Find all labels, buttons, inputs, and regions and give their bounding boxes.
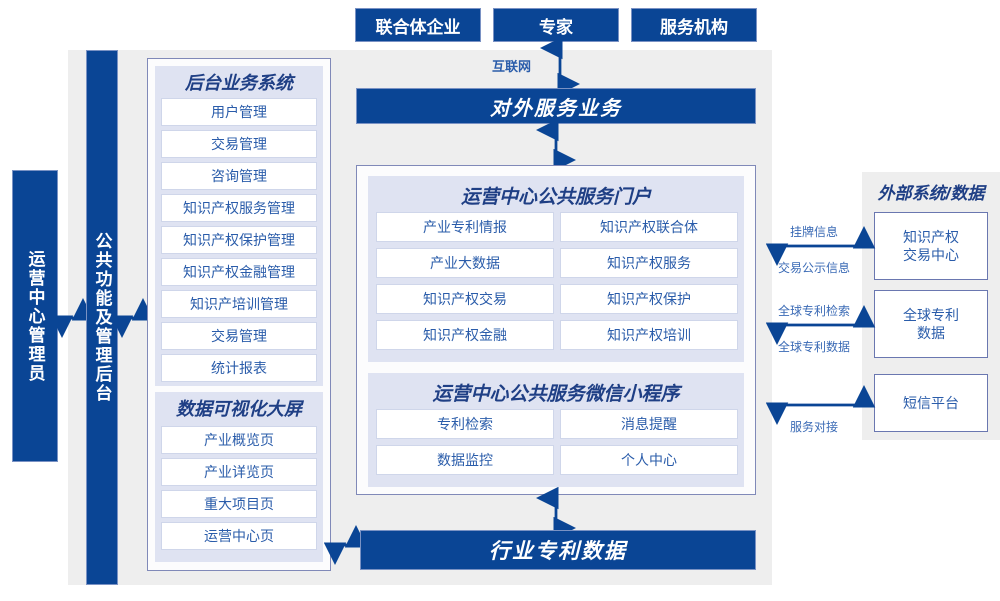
external-connector-0-below-label: 交易公示信息 [778, 261, 851, 275]
backend-industrydata-connector [323, 525, 368, 565]
miniprogram-item-3[interactable]: 个人中心 [560, 445, 738, 475]
external-item-label: 全球专利 数据 [903, 306, 959, 341]
portal-title: 运营中心公共服务门户 [460, 186, 651, 208]
miniprogram-title: 运营中心公共服务微信小程序 [432, 383, 680, 405]
top-actor-label: 专家 [539, 17, 573, 37]
dataviz-item-3[interactable]: 运营中心页 [161, 522, 317, 550]
portal-item-5[interactable]: 知识产权保护 [560, 284, 738, 314]
external-connector-0 [765, 226, 876, 266]
external-connector-2-below-label: 服务对接 [790, 420, 839, 434]
backend-item-label: 知识产培训管理 [190, 295, 288, 312]
portal-item-label: 知识产权联合体 [600, 218, 698, 235]
portal-item-label: 知识产权培训 [607, 326, 691, 343]
portal-item-label: 知识产权金融 [423, 326, 507, 343]
top-actor-box-2[interactable]: 服务机构 [631, 8, 757, 42]
public-service-bar[interactable]: 对外服务业务 [356, 88, 756, 124]
portal-item-4[interactable]: 知识产权交易 [376, 284, 554, 314]
backend-item-3[interactable]: 知识产权服务管理 [161, 194, 317, 222]
backend-item-label: 交易管理 [211, 327, 267, 344]
backend-item-5[interactable]: 知识产权金融管理 [161, 258, 317, 286]
external-item-2[interactable]: 短信平台 [874, 374, 988, 432]
backend-item-label: 交易管理 [211, 135, 267, 152]
left-rail-common-backend[interactable]: 公共功能及管理后台 [86, 50, 118, 585]
external-connector-1-below-label: 全球专利数据 [778, 340, 851, 354]
internet-label: 互联网 [492, 59, 532, 74]
top-actor-box-0[interactable]: 联合体企业 [355, 8, 481, 42]
internet-connector [540, 36, 580, 96]
backend-item-4[interactable]: 知识产权保护管理 [161, 226, 317, 254]
backend-item-label: 知识产权金融管理 [183, 263, 295, 280]
backend-item-2[interactable]: 咨询管理 [161, 162, 317, 190]
left-rail-label: 运营中心管理员 [25, 249, 45, 383]
industry-data-bar[interactable]: 行业专利数据 [360, 530, 756, 570]
portal-item-label: 知识产权交易 [423, 290, 507, 307]
backend-item-label: 知识产权保护管理 [183, 231, 295, 248]
dataviz-item-label: 产业概览页 [204, 431, 274, 448]
miniprogram-item-label: 消息提醒 [621, 415, 677, 432]
industry-data-label: 行业专利数据 [489, 540, 627, 563]
miniprogram-item-label: 个人中心 [621, 451, 677, 468]
portal-item-label: 知识产权保护 [607, 290, 691, 307]
external-connector-2 [765, 385, 876, 425]
miniprogram-item-1[interactable]: 消息提醒 [560, 409, 738, 439]
left-rail-operator[interactable]: 运营中心管理员 [12, 170, 58, 462]
data-visualization-title: 数据可视化大屏 [176, 399, 302, 419]
dataviz-item-2[interactable]: 重大项目页 [161, 490, 317, 518]
miniprogram-item-0[interactable]: 专利检索 [376, 409, 554, 439]
miniprogram-item-label: 数据监控 [437, 451, 493, 468]
dataviz-item-0[interactable]: 产业概览页 [161, 426, 317, 454]
portal-item-label: 知识产权服务 [607, 254, 691, 271]
service-portal-connector [536, 118, 576, 172]
miniprogram-item-label: 专利检索 [437, 415, 493, 432]
portal-item-0[interactable]: 产业专利情报 [376, 212, 554, 242]
backend-system-title: 后台业务系统 [185, 73, 293, 93]
portal-item-3[interactable]: 知识产权服务 [560, 248, 738, 278]
portal-item-label: 产业大数据 [430, 254, 500, 271]
backend-item-label: 统计报表 [211, 359, 267, 376]
miniprogram-item-2[interactable]: 数据监控 [376, 445, 554, 475]
portal-item-2[interactable]: 产业大数据 [376, 248, 554, 278]
external-connector-0-above-label: 挂牌信息 [790, 225, 839, 239]
backend-item-label: 咨询管理 [211, 167, 267, 184]
portal-item-6[interactable]: 知识产权金融 [376, 320, 554, 350]
backend-item-0[interactable]: 用户管理 [161, 98, 317, 126]
backend-item-1[interactable]: 交易管理 [161, 130, 317, 158]
backend-item-6[interactable]: 知识产培训管理 [161, 290, 317, 318]
top-actor-label: 服务机构 [660, 17, 728, 37]
public-service-label: 对外服务业务 [490, 97, 622, 120]
rail-connector-1 [50, 298, 95, 338]
dataviz-item-label: 运营中心页 [204, 527, 274, 544]
external-item-label: 知识产权 交易中心 [903, 228, 959, 263]
external-connector-1-above-label: 全球专利检索 [778, 304, 851, 318]
backend-item-8[interactable]: 统计报表 [161, 354, 317, 382]
portal-item-1[interactable]: 知识产权联合体 [560, 212, 738, 242]
dataviz-item-1[interactable]: 产业详览页 [161, 458, 317, 486]
external-connector-1 [765, 305, 876, 345]
top-actor-label: 联合体企业 [375, 17, 461, 37]
portal-item-label: 产业专利情报 [423, 218, 507, 235]
portal-item-7[interactable]: 知识产权培训 [560, 320, 738, 350]
external-item-1[interactable]: 全球专利 数据 [874, 290, 988, 358]
external-item-0[interactable]: 知识产权 交易中心 [874, 212, 988, 280]
top-actor-box-1[interactable]: 专家 [493, 8, 619, 42]
backend-item-label: 知识产权服务管理 [183, 199, 295, 216]
dataviz-item-label: 产业详览页 [204, 463, 274, 480]
external-panel-title: 外部系统/数据 [877, 183, 985, 203]
rail-connector-2 [110, 298, 155, 338]
dataviz-item-label: 重大项目页 [204, 495, 274, 512]
left-rail-label: 公共功能及管理后台 [92, 232, 112, 403]
center-industrydata-connector [536, 486, 576, 540]
external-item-label: 短信平台 [903, 394, 959, 411]
backend-item-label: 用户管理 [211, 103, 267, 120]
backend-item-7[interactable]: 交易管理 [161, 322, 317, 350]
